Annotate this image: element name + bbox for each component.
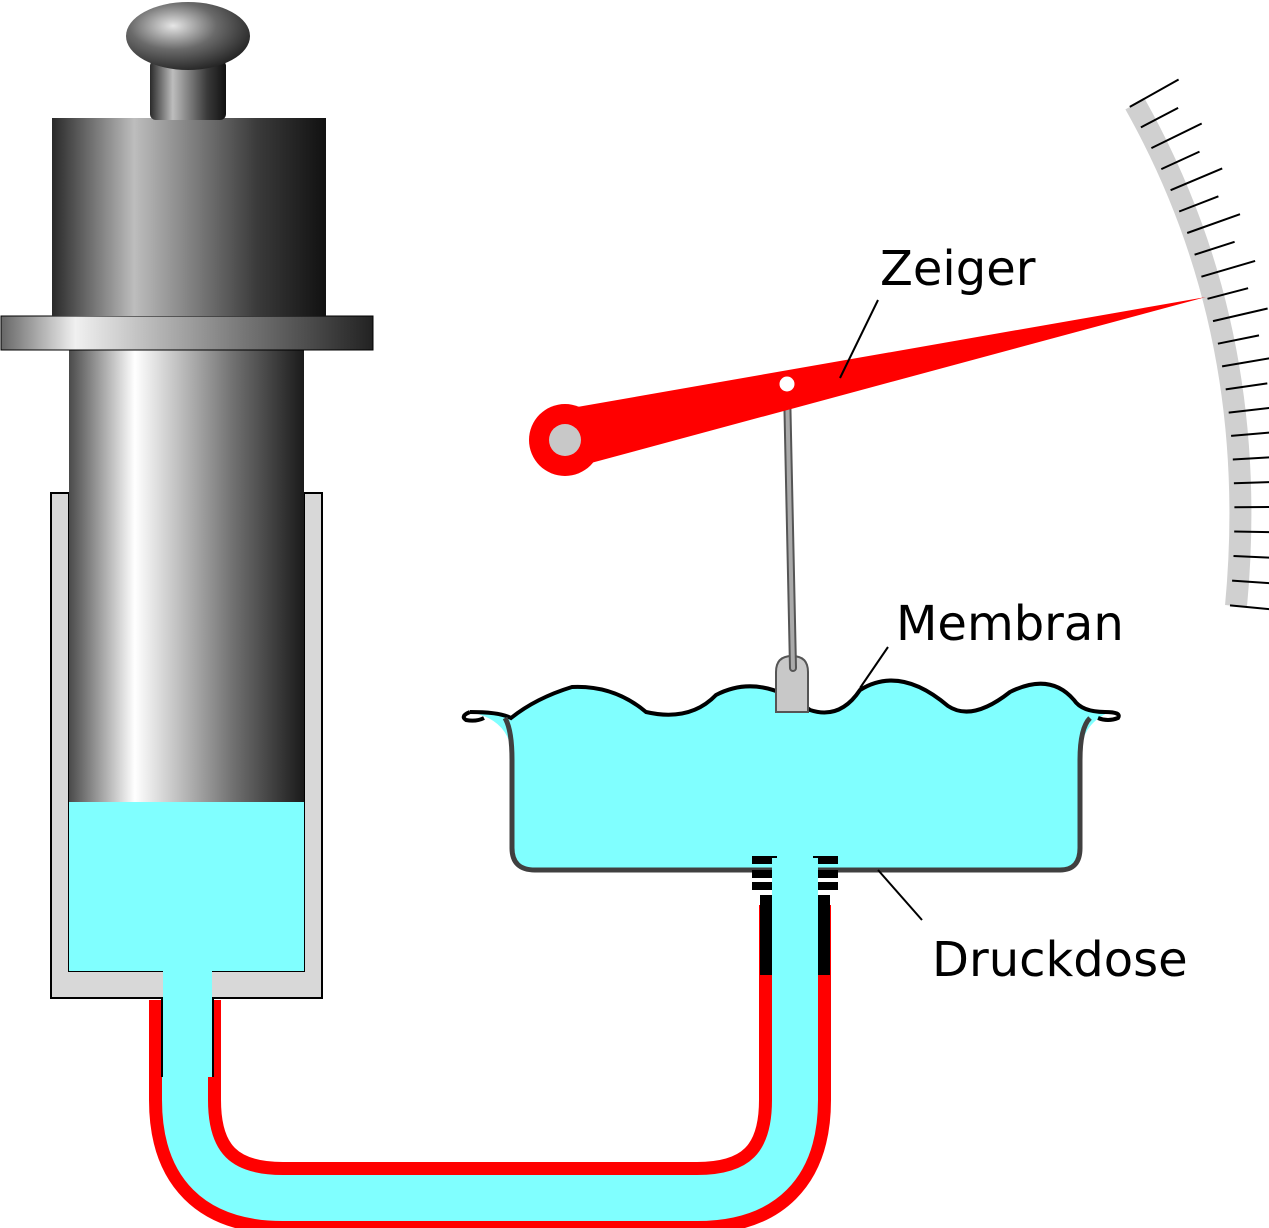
syringe-fluid [69,802,304,971]
scale-tick [1232,579,1269,585]
scale-tick [1140,107,1179,129]
linkage-rod [775,384,809,713]
scale-tick [1221,357,1269,368]
scale-tick [1234,530,1269,534]
plunger-cap [52,118,326,316]
label-druckdose: Druckdose [877,869,1188,988]
gauge-scale [1125,78,1269,611]
scale-tick [1194,240,1235,256]
scale-tick [1229,604,1269,611]
label-membran: Membran [859,596,1124,689]
scale-tick [1207,287,1249,300]
scale-tick [1160,150,1200,171]
plunger-flange [0,315,374,351]
scale-tick [1231,431,1269,437]
scale-tick [1233,555,1269,559]
pointer [529,297,1206,476]
scale-tick [1150,122,1203,149]
plunger [69,350,304,802]
plunger-knob [126,2,250,70]
scale-tick [1228,406,1269,414]
syringe [0,2,374,1077]
scale-tick [1225,382,1268,391]
scale-tick [1186,213,1241,234]
pointer-pivot [549,424,581,456]
hose-connector [752,856,838,975]
label-zeiger: Zeiger [839,241,1036,379]
label-zeiger-text: Zeiger [880,241,1036,297]
scale-tick [1201,259,1256,278]
scale-tick [1217,334,1260,345]
scale-tick [1170,167,1223,192]
scale-tick [1232,456,1269,461]
label-membran-text: Membran [896,596,1124,652]
scale-tick [1178,195,1219,213]
hose [149,860,831,1228]
scale-tick [1212,307,1268,323]
label-druckdose-text: Druckdose [932,932,1188,988]
membrane [469,678,1121,722]
scale-tick [1129,78,1180,108]
